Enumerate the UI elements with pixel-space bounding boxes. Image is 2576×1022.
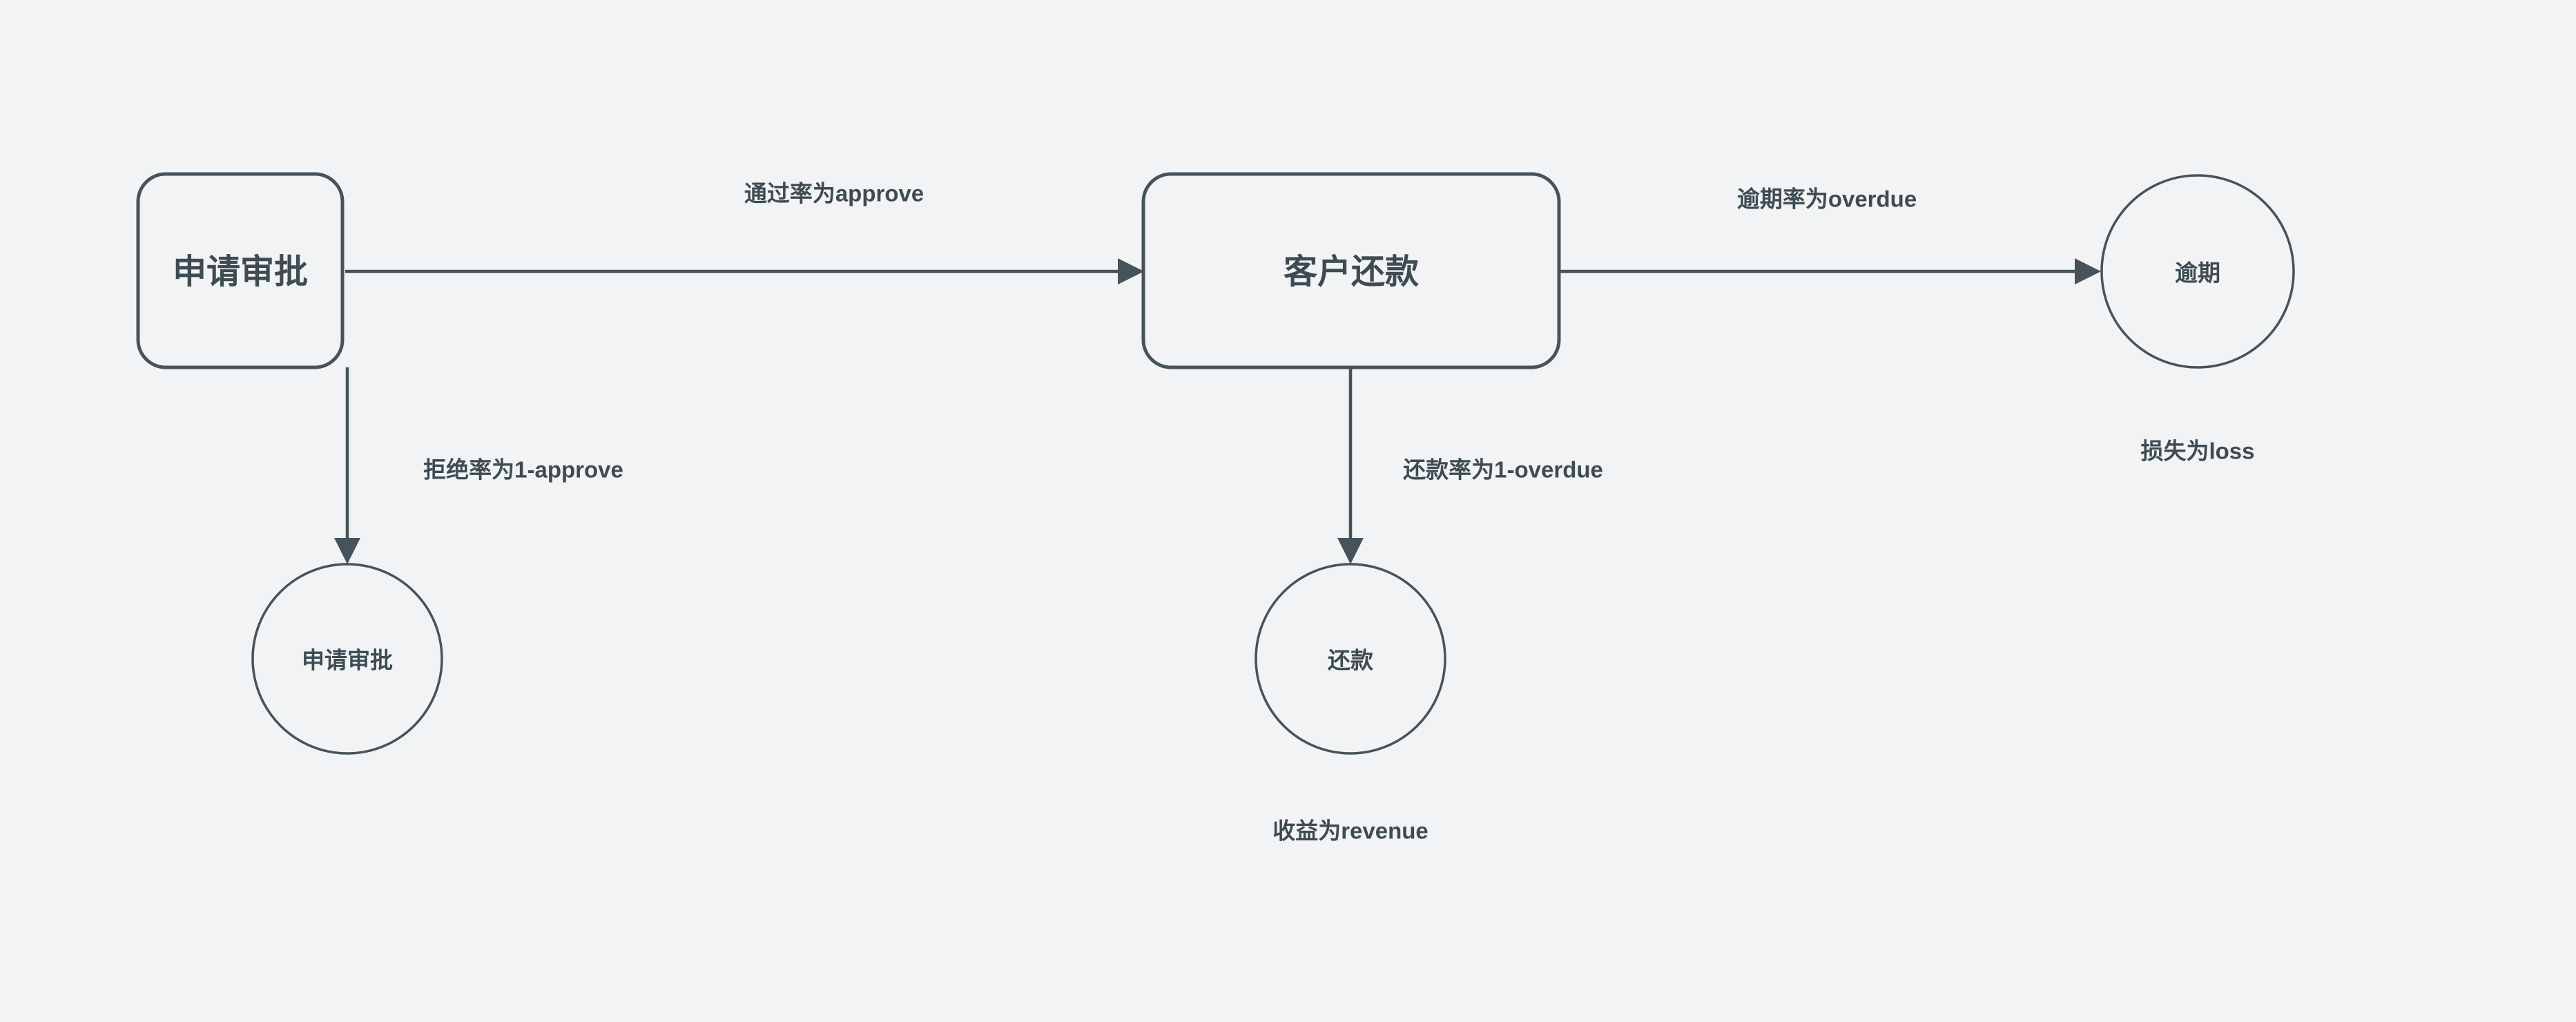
edge-repay-label: 还款率为1-overdue [1403, 457, 1603, 483]
repay-circle-label: 还款 [1328, 648, 1374, 673]
loss-caption: 损失为loss [2140, 438, 2254, 464]
edge-reject-label: 拒绝率为1-approve [423, 457, 623, 483]
edge-approve-arrowhead [1118, 258, 1144, 285]
edge-overdue-label: 逾期率为overdue [1737, 186, 1917, 212]
overdue-circle-shape[interactable] [2100, 174, 2295, 369]
edge-overdue-arrowhead [2075, 258, 2101, 285]
edge-approve: 通过率为approve [345, 181, 1144, 285]
edge-repay-arrowhead [1337, 538, 1364, 564]
apply-review-box-label: 申请审批 [173, 253, 308, 291]
overdue-circle-label: 逾期 [2175, 260, 2220, 286]
node-customer-repay-box[interactable]: 客户还款 [1141, 172, 1561, 369]
reject-circle-label: 申请审批 [302, 648, 393, 673]
edge-overdue: 逾期率为overdue [1559, 186, 2101, 285]
revenue-caption: 收益为revenue [1272, 818, 1429, 844]
node-repay-circle[interactable]: 还款 [1255, 563, 1446, 755]
reject-circle-shape[interactable] [251, 563, 443, 755]
edge-reject: 拒绝率为1-approve [334, 367, 623, 564]
node-apply-review-box[interactable]: 申请审批 [136, 172, 345, 369]
customer-repay-box-label: 客户还款 [1284, 253, 1419, 291]
customer-repay-box-shape[interactable] [1141, 172, 1561, 369]
node-reject-circle[interactable]: 申请审批 [251, 563, 443, 755]
repay-circle-shape[interactable] [1255, 563, 1446, 755]
node-overdue-circle[interactable]: 逾期 [2100, 174, 2295, 369]
edge-reject-arrowhead [334, 538, 360, 564]
apply-review-box-shape[interactable] [136, 172, 345, 369]
edge-approve-label: 通过率为approve [744, 181, 924, 206]
edge-repay: 还款率为1-overdue [1337, 367, 1603, 564]
